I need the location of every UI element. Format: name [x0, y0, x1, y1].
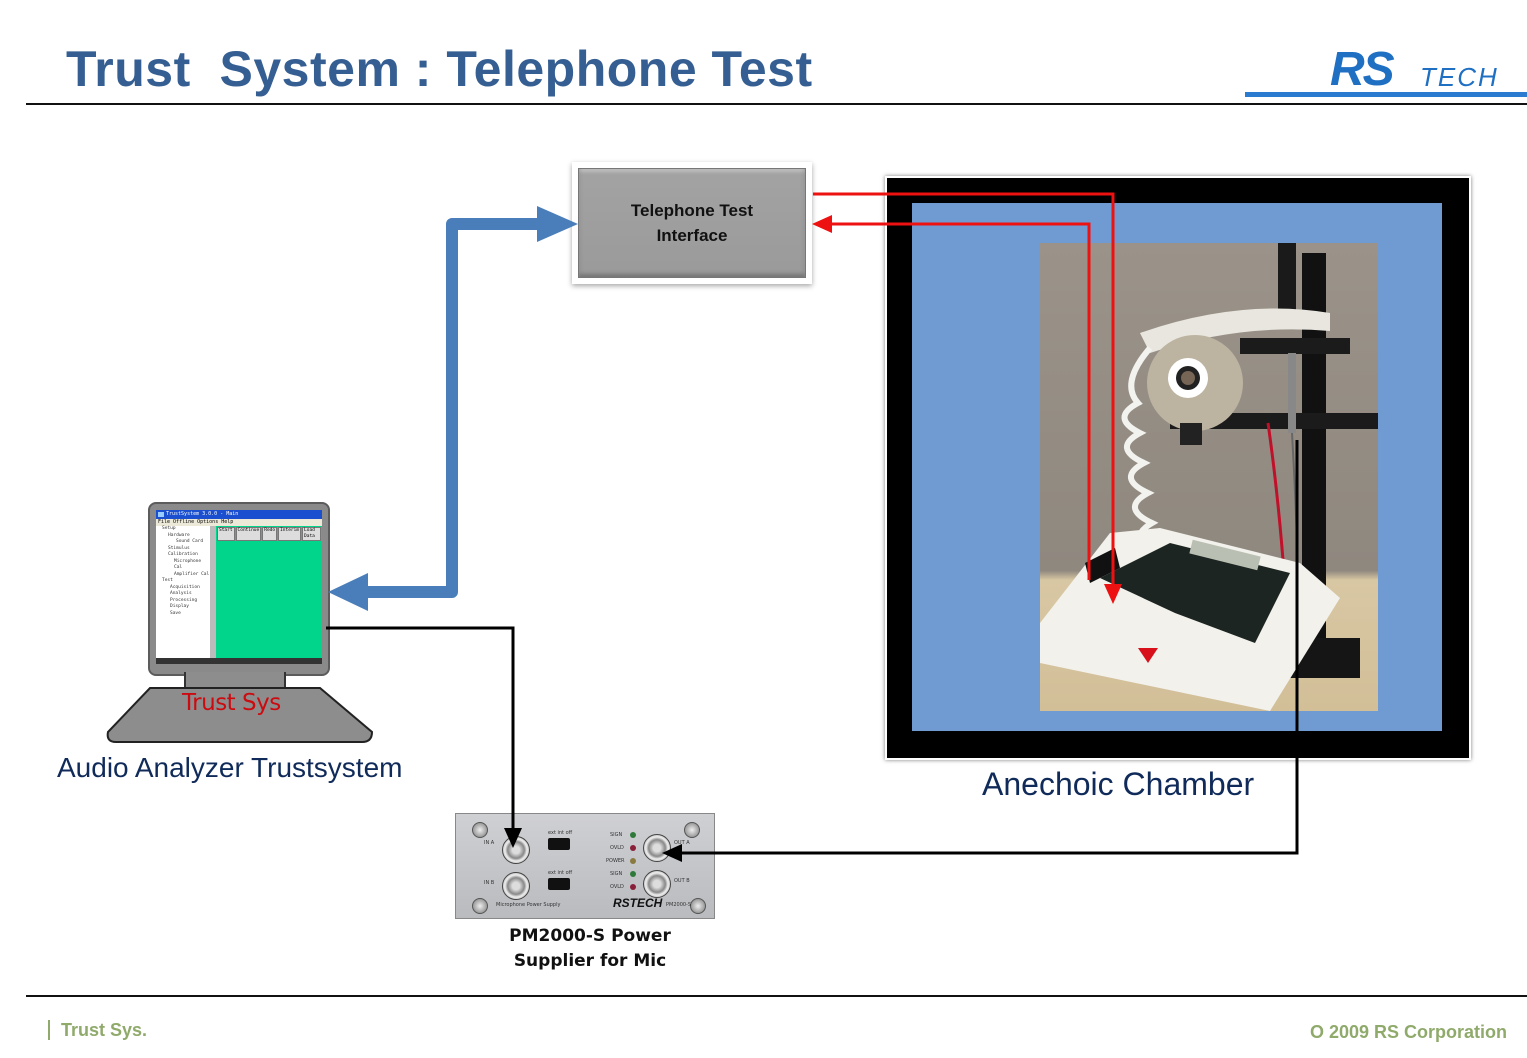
- blue-connector: [360, 218, 545, 598]
- tree-item: Calibration: [168, 552, 198, 557]
- in-b-connector: [502, 872, 530, 900]
- footer-divider: [26, 995, 1527, 997]
- stand-pole-top: [1278, 243, 1296, 313]
- tree-item: Processing: [170, 597, 198, 603]
- tree-item: Test: [162, 578, 173, 583]
- tree-item: Sound Card: [176, 539, 204, 544]
- led-label: OVLD: [610, 845, 624, 851]
- tree-item: Hardware: [168, 532, 190, 538]
- chamber-interior: [912, 203, 1442, 731]
- screw-icon: [472, 822, 488, 838]
- arm-clamp: [1240, 338, 1350, 354]
- panel-footer-label: Microphone Power Supply: [496, 902, 561, 908]
- led-label: SIGN: [610, 871, 623, 877]
- led-label: SIGN: [610, 832, 623, 838]
- logo-underline: [1245, 92, 1527, 97]
- tree-item: Stimulus: [168, 545, 190, 551]
- app-statusbar: [156, 658, 322, 664]
- app-toolbar: Start Continue Redo Interim Load Data: [216, 526, 322, 542]
- load-data-button: Load Data: [302, 527, 321, 541]
- app-tree: Setup Hardware Sound Card Stimulus Calib…: [156, 526, 210, 658]
- in-a-connector: [502, 836, 530, 864]
- led-ovld-b: [630, 884, 636, 890]
- switch-a-label: ext int off: [548, 830, 573, 836]
- analyzer-base-label: Trust Sys: [182, 690, 281, 716]
- anechoic-chamber: [885, 176, 1471, 760]
- led-sign-a: [630, 832, 636, 838]
- footer-accent-bar: [48, 1020, 50, 1040]
- analyzer-monitor: TrustSystem 3.0.0 - Main File Offline Op…: [148, 502, 330, 676]
- app-splitter: [210, 526, 216, 658]
- in-a-label: IN A: [484, 840, 495, 846]
- tree-item: Amplifier Cal: [174, 571, 210, 577]
- title-divider: [26, 103, 1527, 105]
- black-cable-analyzer: [326, 626, 515, 830]
- tree-item: Save: [170, 610, 181, 616]
- app-titlebar: TrustSystem 3.0.0 - Main: [156, 510, 322, 519]
- head-and-torso-photo: [1040, 243, 1378, 711]
- interface-label: Telephone Test Interface: [630, 201, 754, 245]
- switch-a: [548, 838, 570, 850]
- screw-icon: [684, 822, 700, 838]
- screw-icon: [472, 898, 488, 914]
- monitor-stand: [184, 672, 286, 688]
- app-menubar: File Offline Options Help: [156, 519, 322, 526]
- analyzer-label: Audio Analyzer Trustsystem: [57, 752, 403, 783]
- out-b-connector: [643, 870, 671, 898]
- switch-b: [548, 878, 570, 890]
- telephone-test-interface: Telephone Test Interface: [572, 162, 812, 284]
- led-ovld-a: [630, 845, 636, 851]
- chamber-label: Anechoic Chamber: [982, 766, 1255, 802]
- tree-item: Analysis: [170, 591, 192, 596]
- led-label: POWER: [606, 858, 625, 864]
- continue-button: Continue: [235, 527, 262, 541]
- tree-item: Setup: [162, 526, 176, 531]
- led-sign-b: [630, 871, 636, 877]
- panel-model: PM2000-S: [666, 902, 692, 908]
- out-b-label: OUT B: [674, 878, 690, 884]
- page-title: Trust System : Telephone Test: [66, 41, 813, 97]
- trustsystem-app-window: TrustSystem 3.0.0 - Main File Offline Op…: [156, 510, 322, 664]
- blue-arrowhead-left: [328, 573, 368, 611]
- screw-icon: [690, 898, 706, 914]
- logo-rs: RS: [1330, 43, 1395, 96]
- out-a-connector: [643, 834, 671, 862]
- tree-item: Microphone Cal: [174, 558, 202, 571]
- redo-button: Redo: [262, 527, 278, 541]
- start-button: Start: [217, 527, 235, 541]
- in-b-label: IN B: [484, 880, 495, 886]
- out-a-label: OUT A: [674, 840, 690, 846]
- panel-brand: RSTECH: [613, 896, 663, 910]
- power-supply-panel: IN A IN B ext int off ext int off SIGN O…: [455, 813, 715, 919]
- switch-b-label: ext int off: [548, 870, 573, 876]
- reference-microphone: [1288, 353, 1296, 433]
- logo-tech: TECH: [1420, 62, 1499, 92]
- footer-copyright: O 2009 RS Corporation: [1310, 1022, 1508, 1042]
- red-arrowhead-left: [812, 215, 832, 233]
- led-power: [630, 858, 636, 864]
- footer-left-text: Trust Sys.: [61, 1020, 148, 1040]
- led-label: OVLD: [610, 884, 624, 890]
- tree-item: Display: [170, 604, 189, 609]
- power-supply-label: PM2000-S Power Supplier for Mic: [509, 926, 671, 971]
- app-display-area: Start Continue Redo Interim Load Data: [216, 526, 322, 658]
- interim-button: Interim: [278, 527, 302, 541]
- tree-item: Acquisition: [170, 584, 200, 590]
